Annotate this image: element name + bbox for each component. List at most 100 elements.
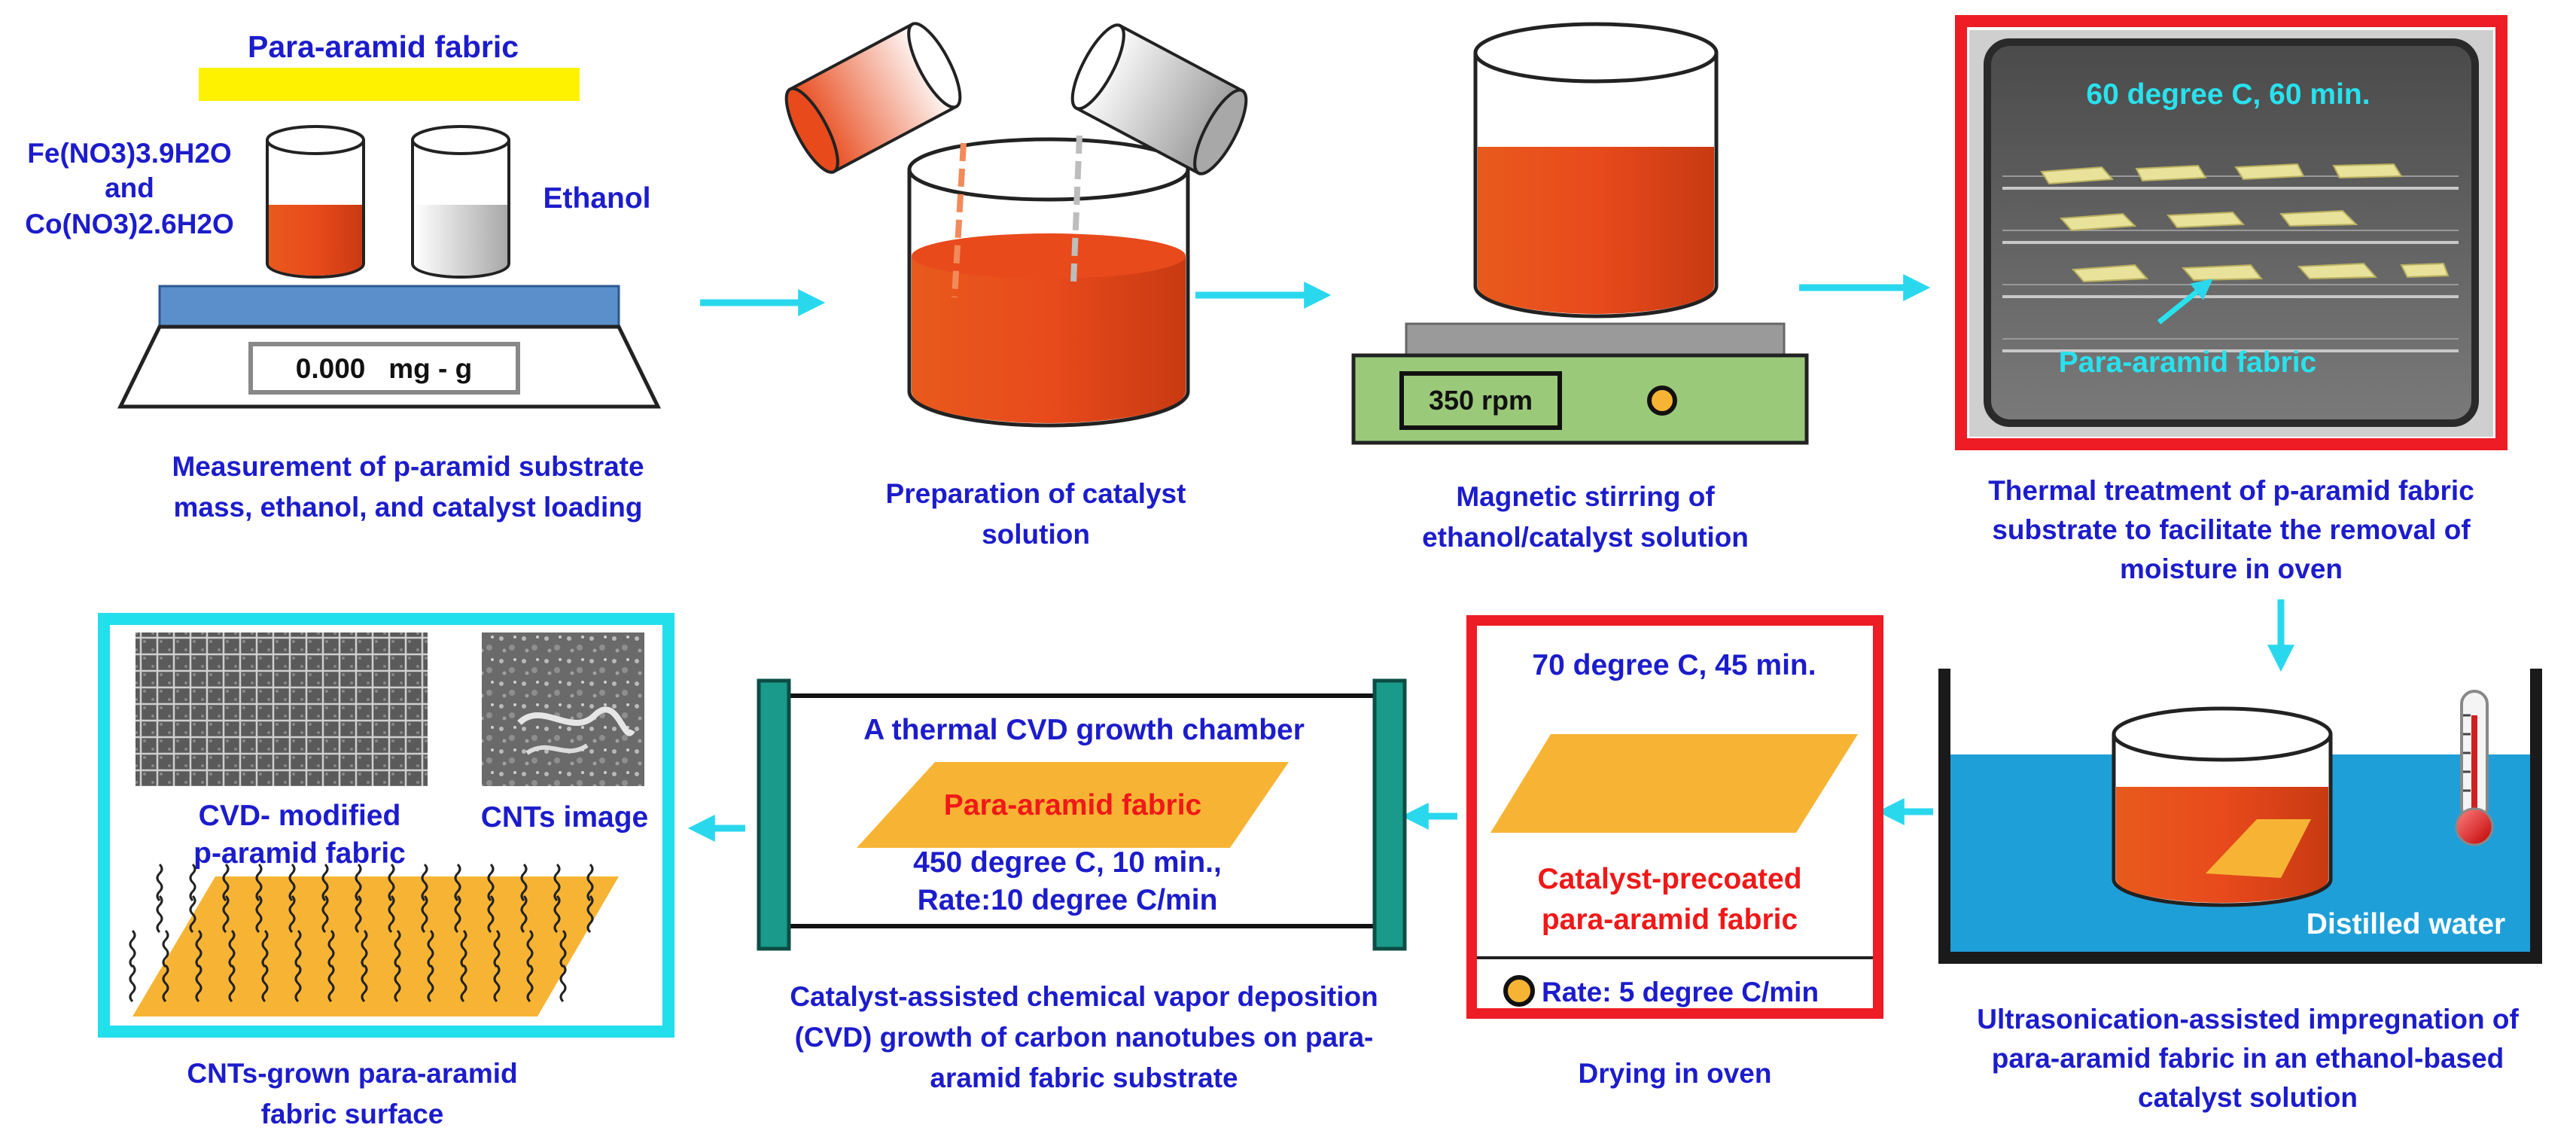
step2-caption: Preparation of catalyst bbox=[886, 478, 1186, 509]
nanotube-mark bbox=[493, 929, 501, 968]
ethanol-label: Ethanol bbox=[544, 182, 651, 215]
catalyst-beaker bbox=[266, 125, 365, 279]
nanotube-mark bbox=[487, 895, 495, 934]
highlight-bar bbox=[199, 68, 580, 101]
nanotube-mark bbox=[526, 964, 534, 1003]
oven-photo-frame bbox=[1955, 15, 2507, 450]
fabric-in-solution bbox=[2206, 819, 2311, 878]
step5-caption: para-aramid fabric in an ethanol-based bbox=[1992, 1043, 2504, 1074]
nanotube-mark bbox=[321, 863, 329, 902]
para-aramid-label: Para-aramid fabric bbox=[248, 29, 519, 64]
cvd-conditions: 450 degree C, 10 min., bbox=[913, 846, 1222, 879]
nanotube-mark bbox=[559, 964, 567, 1003]
cvd-conditions: Rate:10 degree C/min bbox=[918, 884, 1218, 916]
water-label: Distilled water bbox=[2307, 908, 2505, 940]
step3-caption: Magnetic stirring of bbox=[1456, 481, 1715, 512]
balance-reading: 0.000 mg - g bbox=[296, 353, 472, 384]
stirrer-knob bbox=[1647, 386, 1677, 416]
nanotube-mark bbox=[327, 964, 335, 1003]
nanotube-mark bbox=[261, 929, 269, 968]
nanotube-mark bbox=[361, 964, 368, 1003]
nanotube-mark bbox=[421, 895, 428, 934]
nanotube-mark bbox=[460, 929, 467, 968]
catalyst-fabric bbox=[1490, 734, 1858, 833]
ultrasonic-bath bbox=[1938, 669, 2542, 964]
nanotube-mark bbox=[189, 895, 196, 934]
pouring-ethanol-beaker bbox=[1070, 23, 1248, 175]
chemical-and-label: and bbox=[105, 172, 154, 203]
thermometer-icon bbox=[2455, 690, 2494, 846]
fabric-samples bbox=[2040, 163, 2450, 283]
step5-caption: catalyst solution bbox=[2138, 1082, 2358, 1113]
stirrer-speed: 350 rpm bbox=[1429, 385, 1533, 416]
nanotube-mark bbox=[487, 863, 495, 902]
pour-stream bbox=[952, 142, 967, 298]
nanotube-mark bbox=[288, 895, 296, 934]
nanotube-mark bbox=[586, 863, 594, 902]
modified-fabric-label: CVD- modified bbox=[199, 800, 401, 832]
nanotube-mark bbox=[427, 964, 434, 1003]
nanotube-mark bbox=[355, 895, 362, 934]
nanotube-mark bbox=[129, 964, 136, 1003]
chemical-fe-label: Fe(NO3)3.9H2O bbox=[27, 138, 231, 169]
oven-racks bbox=[2002, 175, 2459, 352]
step1-weighing: Para-aramid fabric Fe(NO3)3.9H2O and Co(… bbox=[25, 29, 662, 523]
nanotube-mark bbox=[421, 863, 428, 902]
nanotube-mark bbox=[255, 895, 263, 934]
nanotube-mark bbox=[222, 895, 230, 934]
cvd-fabric bbox=[857, 762, 1289, 848]
nanotube-mark bbox=[228, 929, 236, 968]
nanotube-mark bbox=[361, 929, 368, 968]
heating-rate-label: Rate: 5 degree C/min bbox=[1542, 977, 1819, 1007]
nanotube-mark bbox=[394, 964, 401, 1003]
nanotube-mark bbox=[327, 929, 335, 968]
nanotube-mark bbox=[520, 863, 528, 902]
step1-caption: mass, ethanol, and catalyst loading bbox=[173, 492, 642, 523]
nanotube-mark bbox=[460, 964, 467, 1003]
step2-preparation: Preparation of catalyst solution bbox=[784, 22, 1248, 550]
modified-fabric-label: p-aramid fabric bbox=[193, 837, 406, 870]
nanotube-mark bbox=[553, 863, 561, 902]
nanotube-mark bbox=[156, 863, 163, 902]
stirrer-display bbox=[1399, 371, 1562, 430]
chamber-flange-right bbox=[1372, 678, 1407, 951]
nanotube-mark bbox=[156, 895, 163, 934]
cvd-fabric-label: Para-aramid fabric bbox=[944, 789, 1202, 821]
nanotube-mark bbox=[195, 929, 202, 968]
nanotube-mark bbox=[189, 863, 196, 902]
step7-caption: Catalyst-assisted chemical vapor deposit… bbox=[790, 981, 1378, 1012]
step4-oven: 60 degree C, 60 min. Para-aramid fabric … bbox=[1955, 15, 2507, 584]
step1-caption: Measurement of p-aramid substrate bbox=[172, 451, 644, 482]
pointer-arrow bbox=[2157, 279, 2213, 325]
drying-temperature-label: 70 degree C, 45 min. bbox=[1532, 649, 1816, 681]
nanotube-mark bbox=[493, 964, 501, 1003]
chamber-title: A thermal CVD growth chamber bbox=[863, 714, 1305, 746]
pouring-orange-beaker bbox=[784, 22, 962, 174]
weighing-balance: 0.000 mg - g bbox=[117, 285, 662, 409]
step2-caption: solution bbox=[982, 519, 1090, 550]
step8-caption: fabric surface bbox=[261, 1099, 444, 1129]
nanotube-mark bbox=[255, 863, 263, 902]
step3-stirring: 350 rpm Magnetic stirring of ethanol/cat… bbox=[1351, 22, 1809, 553]
nanotube-mark bbox=[261, 964, 269, 1003]
step5-caption: Ultrasonication-assisted impregnation of bbox=[1977, 1004, 2519, 1035]
nanotube-mark bbox=[288, 863, 296, 902]
nanotube-mark bbox=[195, 964, 202, 1003]
oven-fabric-label: Para-aramid fabric bbox=[2059, 346, 2317, 379]
carbon-nanotubes bbox=[129, 863, 594, 1003]
nanotube-mark bbox=[427, 929, 434, 968]
nanotube-mark bbox=[454, 863, 461, 902]
nanotube-mark bbox=[454, 895, 461, 934]
nanotube-mark bbox=[586, 895, 594, 934]
precoated-fabric-label: Catalyst-precoated bbox=[1537, 863, 1801, 895]
nanotube-mark bbox=[355, 863, 362, 902]
step7-caption: (CVD) growth of carbon nanotubes on para… bbox=[795, 1022, 1374, 1053]
nanotube-mark bbox=[394, 929, 401, 968]
nanotube-mark bbox=[520, 895, 528, 934]
nanotube-mark bbox=[228, 964, 236, 1003]
nanotube-mark bbox=[129, 929, 136, 968]
cnt-image-label: CNTs image bbox=[481, 801, 649, 834]
fabric-photo bbox=[135, 632, 428, 786]
nanotube-mark bbox=[321, 895, 329, 934]
